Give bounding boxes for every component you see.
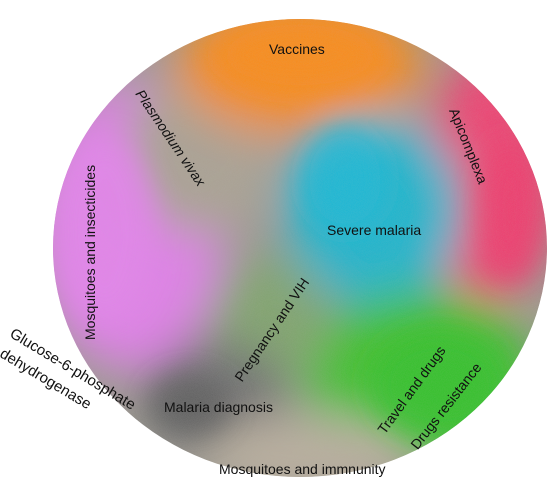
label-severe-malaria: Severe malaria bbox=[327, 222, 422, 238]
label-mosquitoes-insecticides: Mosquitoes and insecticides bbox=[82, 164, 98, 340]
label-vaccines: Vaccines bbox=[269, 41, 325, 57]
label-mosquitoes-immunity: Mosquitoes and immnunity bbox=[219, 461, 386, 477]
label-malaria-diagnosis: Malaria diagnosis bbox=[164, 399, 273, 415]
